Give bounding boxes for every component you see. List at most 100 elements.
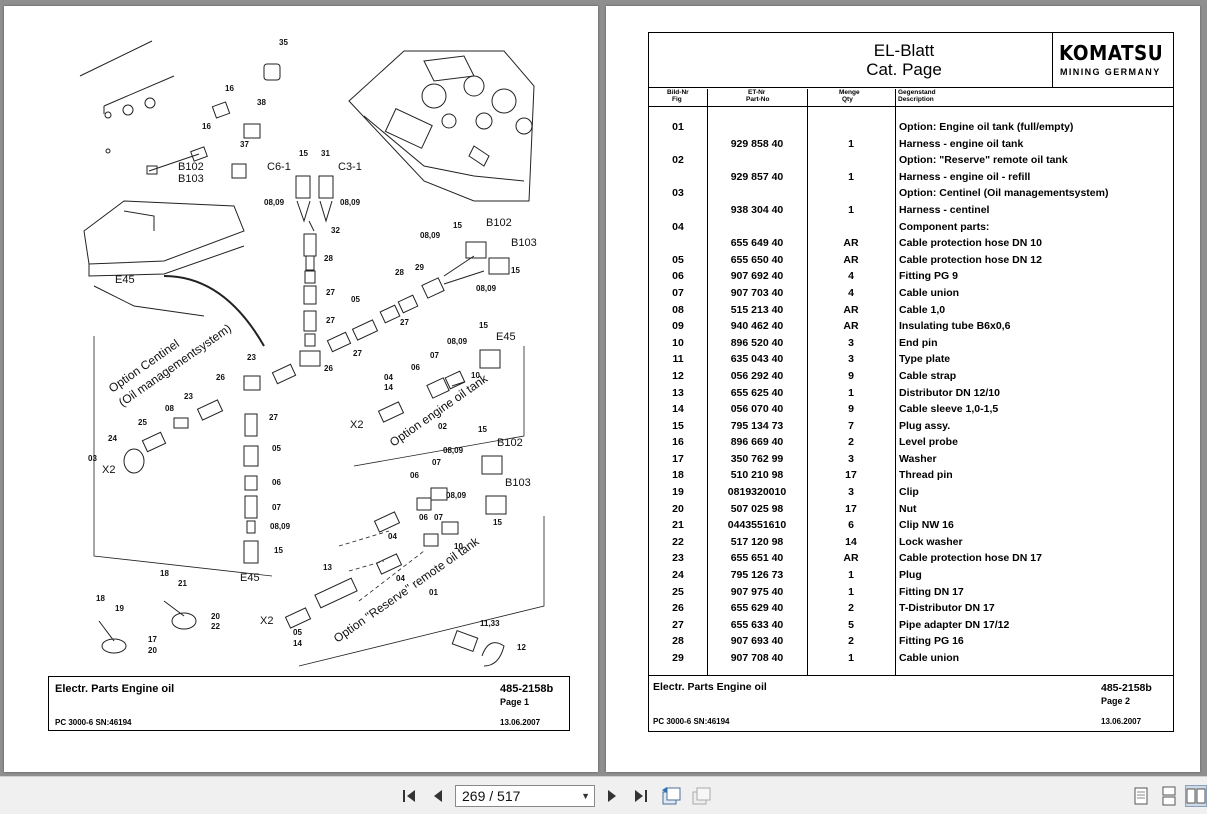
diagram-label: 35 [279,38,288,47]
diagram-label: 16 [202,122,211,131]
diagram-label: 15 [299,149,308,158]
quantity-cell: 5 [848,618,854,631]
komatsu-logo: KOMATSU MINING GERMANY [1052,33,1174,87]
header-divider [649,106,1173,107]
drawing-number: 485-2158b [500,683,554,695]
part-number-cell: 795 126 73 [730,569,784,582]
diagram-label: 13 [323,563,332,572]
diagram-label: 27 [353,349,362,358]
diagram-label: 28 [395,268,404,277]
description-cell: Harness - engine oil - refill [899,170,1031,183]
fig-cell: 15 [672,419,684,432]
last-page-icon [635,790,647,802]
quantity-cell: 3 [848,486,854,499]
footer-page: Page 2 [1101,696,1131,706]
fig-cell: 23 [672,552,684,565]
fig-cell: 10 [672,336,684,349]
fig-cell: 05 [672,253,684,266]
diagram-label: 07 [430,351,439,360]
diagram-label: 08,09 [264,198,285,207]
parts-list-sheet: EL-Blatt Cat. Page KOMATSU MINING GERMAN… [648,32,1174,732]
first-page-icon [403,790,415,802]
diagram-label: 11,33 [480,619,500,628]
description-cell: Cable 1,0 [899,303,946,316]
part-number-cell: 515 213 40 [730,303,784,316]
fig-cell: 12 [672,369,684,382]
fig-cell: 22 [672,535,684,548]
diagram-label: C3-1 [338,161,362,173]
fig-cell: 07 [672,286,684,299]
two-page-view-button[interactable] [1185,785,1207,807]
drawing-title: Electr. Parts Engine oil [55,683,175,695]
description-cell: Plug [899,569,922,582]
quantity-cell: 7 [848,419,854,432]
description-cell: Cable sleeve 1,0-1,5 [899,403,999,416]
part-number-cell: 655 625 40 [730,386,784,399]
part-number-cell: 635 043 40 [730,353,784,366]
diagram-label: 10 [471,371,480,380]
fig-cell: 11 [672,353,684,366]
next-page-button[interactable] [601,785,623,807]
fig-cell: 03 [672,187,684,200]
diagram-label: 07 [272,503,281,512]
fig-cell: 18 [672,469,684,482]
quantity-cell: AR [843,552,859,565]
drawing-page: 35 16 38 16 37 B102 B103 15 31 C6-1 C3-1… [4,6,598,772]
quantity-cell: 9 [848,369,854,382]
diagram-label: E45 [240,572,260,584]
page-number-select[interactable]: 269 / 517 ▼ [455,785,595,807]
fig-cell: 26 [672,602,684,615]
diagram-label: B103 [511,237,537,249]
first-page-button[interactable] [399,785,421,807]
description-cell: Washer [899,452,937,465]
description-cell: Fitting PG 9 [899,270,958,283]
diagram-label: 05 [272,444,281,453]
part-number-cell: 896 520 40 [730,336,784,349]
diagram-label: 06 [272,478,281,487]
diagram-label: 15 [493,518,502,527]
go-forward-view-button[interactable] [690,785,712,807]
go-back-view-button[interactable] [660,785,682,807]
description-cell: End pin [899,336,938,349]
previous-page-button[interactable] [427,785,449,807]
diagram-label: X2 [350,419,364,431]
diagram-label: 37 [240,140,249,149]
logo-text: KOMATSU [1059,41,1164,65]
next-page-icon [608,790,616,802]
diagram-label: 27 [326,316,335,325]
quantity-cell: 1 [848,386,854,399]
fig-cell: 04 [672,220,684,233]
sheet-title: EL-Blatt [873,41,935,60]
quantity-cell: 17 [845,469,857,482]
last-page-button[interactable] [629,785,651,807]
quantity-cell: 6 [848,519,854,532]
part-number-cell: 056 070 40 [730,403,784,416]
diagram-label: X2 [102,464,116,476]
single-page-icon [1134,787,1148,805]
fig-cell: 01 [672,121,684,133]
description-cell: Option: Centinel (Oil managementsystem) [899,187,1109,200]
diagram-label: 07 [432,458,441,467]
diagram-label: 04 [384,373,393,382]
parts-list-page: EL-Blatt Cat. Page KOMATSU MINING GERMAN… [606,6,1200,772]
sheet-subtitle: Cat. Page [866,60,942,79]
description-cell: Lock washer [899,535,963,548]
part-number-cell: 0443551610 [727,519,787,532]
diagram-label: 15 [479,321,488,330]
description-cell: Type plate [899,353,951,366]
continuous-view-button[interactable] [1158,785,1180,807]
fig-cell: 09 [672,320,684,333]
single-page-view-button[interactable] [1130,785,1152,807]
